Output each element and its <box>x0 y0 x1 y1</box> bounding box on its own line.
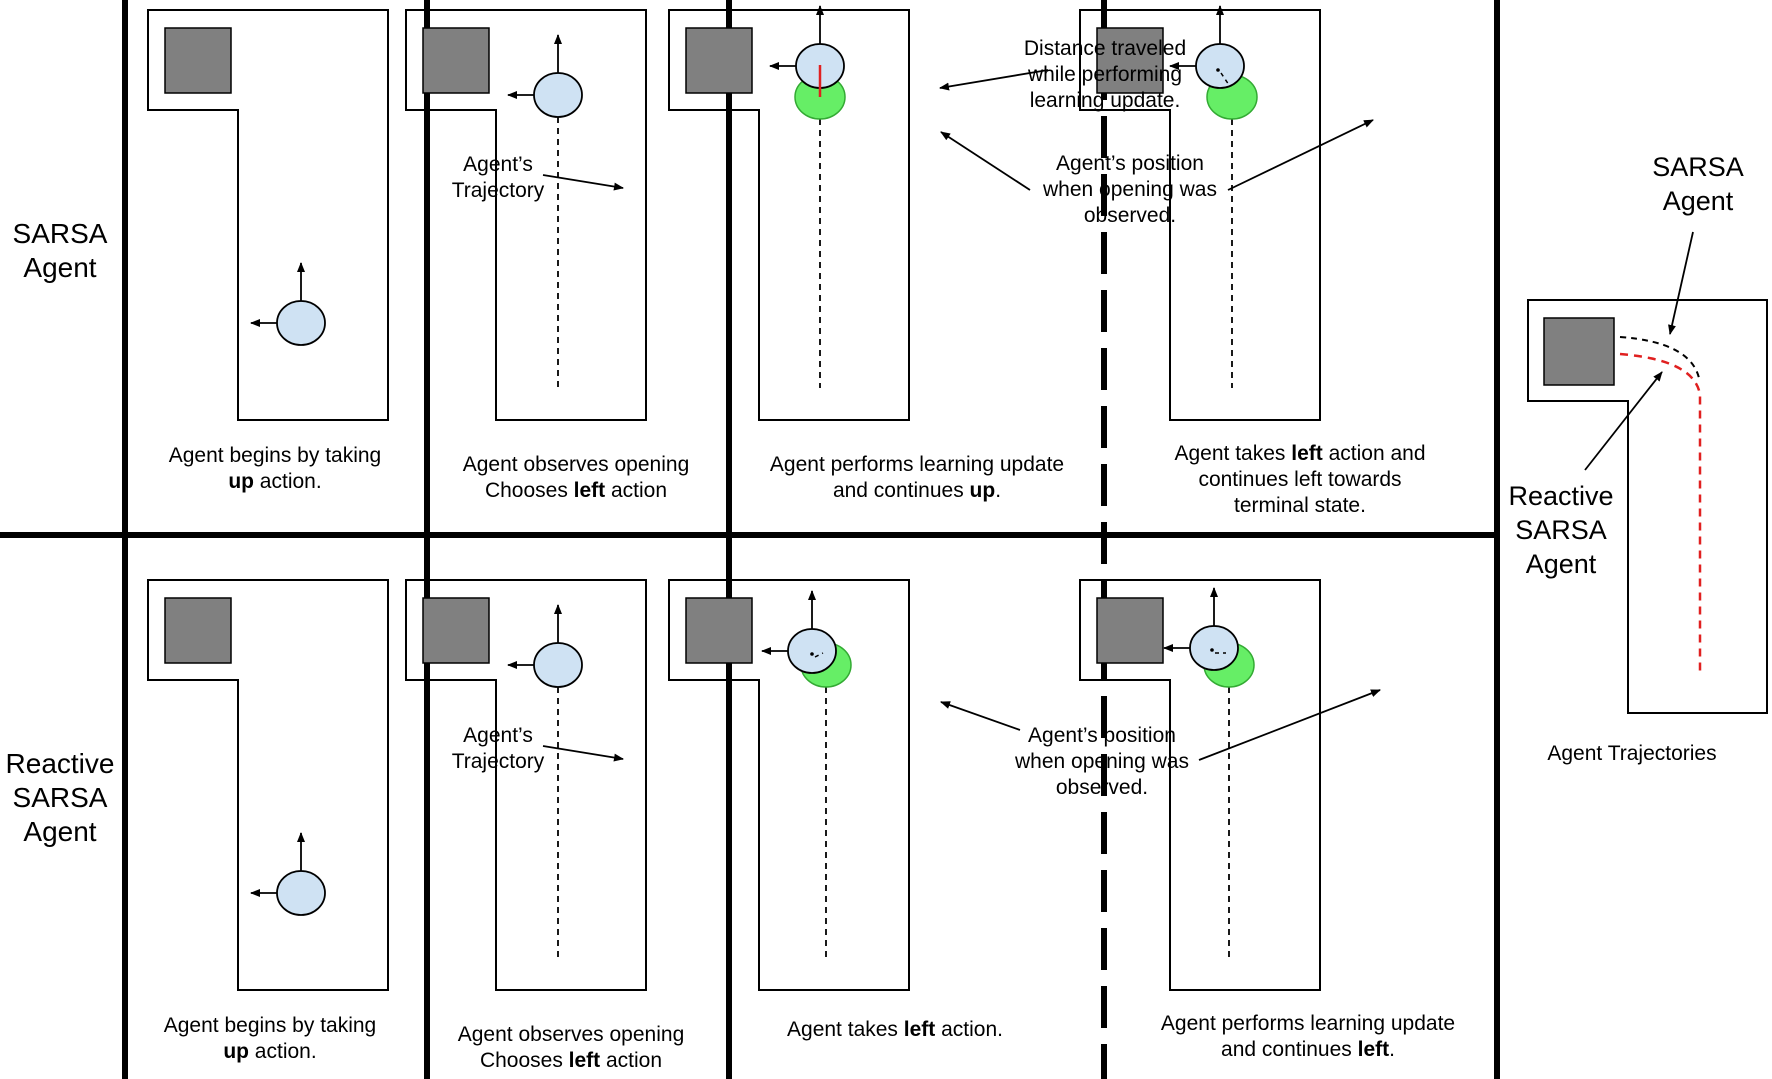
panel-top-1 <box>147 9 389 421</box>
panels <box>147 5 1321 991</box>
obstacle-square-icon <box>685 27 753 94</box>
environment-outline <box>405 579 647 991</box>
annotation-arrows <box>542 69 1694 762</box>
panel-bot-2 <box>405 579 647 991</box>
trajectory-dashed-line <box>814 652 824 658</box>
caption-bot-3: Agent takes left action. <box>787 1018 1003 1041</box>
environment-outline <box>1079 9 1321 421</box>
pointer-position-bottom-right <box>1198 689 1381 761</box>
agent-circle-icon <box>1195 43 1245 89</box>
reactive-trajectory-path <box>1619 352 1702 672</box>
pointer-legend-sarsa <box>1668 231 1694 335</box>
trajectory-dashed-line <box>1220 72 1230 86</box>
obstacle-square-icon <box>1096 597 1164 664</box>
pointer-position-top-right <box>1227 119 1374 191</box>
trajectories-panel <box>1527 299 1768 714</box>
obstacle-square-icon <box>1096 27 1164 94</box>
agent-circle-icon <box>276 870 326 916</box>
panel-bot-4 <box>1079 579 1321 991</box>
panel-bot-1 <box>147 579 389 991</box>
environment-outline <box>147 9 389 421</box>
environment-outline <box>668 9 910 421</box>
environment-outline <box>1527 299 1768 714</box>
panel-top-3 <box>668 5 910 421</box>
agent-circle-icon <box>533 72 583 118</box>
environment-outline <box>147 579 389 991</box>
obstacle-square-icon <box>164 27 232 94</box>
agent-center-dot <box>1210 648 1214 652</box>
pointer-legend-reactive <box>1584 371 1663 471</box>
panel-top-2 <box>405 9 647 421</box>
obstacle-square-icon <box>1543 317 1615 386</box>
caption-trajectories: Agent Trajectories <box>1547 742 1716 765</box>
pointer-distance <box>939 69 1049 91</box>
agent-center-dot <box>810 652 814 656</box>
pointer-position-top-left <box>940 131 1031 191</box>
panel-top-4 <box>1079 5 1321 421</box>
obstacle-square-icon <box>422 27 490 94</box>
environment-outline <box>405 9 647 421</box>
environment-outline <box>1079 579 1321 991</box>
grid-dividers <box>0 0 1500 1079</box>
pointer-trajectory-top <box>542 174 624 191</box>
environment-outline <box>668 579 910 991</box>
obstacle-square-icon <box>685 597 753 664</box>
obstacle-square-icon <box>422 597 490 664</box>
agent-circle-icon <box>533 642 583 688</box>
agent-circle-icon <box>787 628 837 674</box>
panel-bot-3 <box>668 579 910 991</box>
agent-circle-icon <box>276 300 326 346</box>
pointer-trajectory-bottom <box>542 745 624 762</box>
pointer-position-bottom-left <box>940 701 1021 731</box>
sarsa-trajectory-path <box>1619 336 1700 379</box>
agent-center-dot <box>1216 68 1220 72</box>
agent-circle-icon <box>1189 625 1239 671</box>
obstacle-square-icon <box>164 597 232 664</box>
